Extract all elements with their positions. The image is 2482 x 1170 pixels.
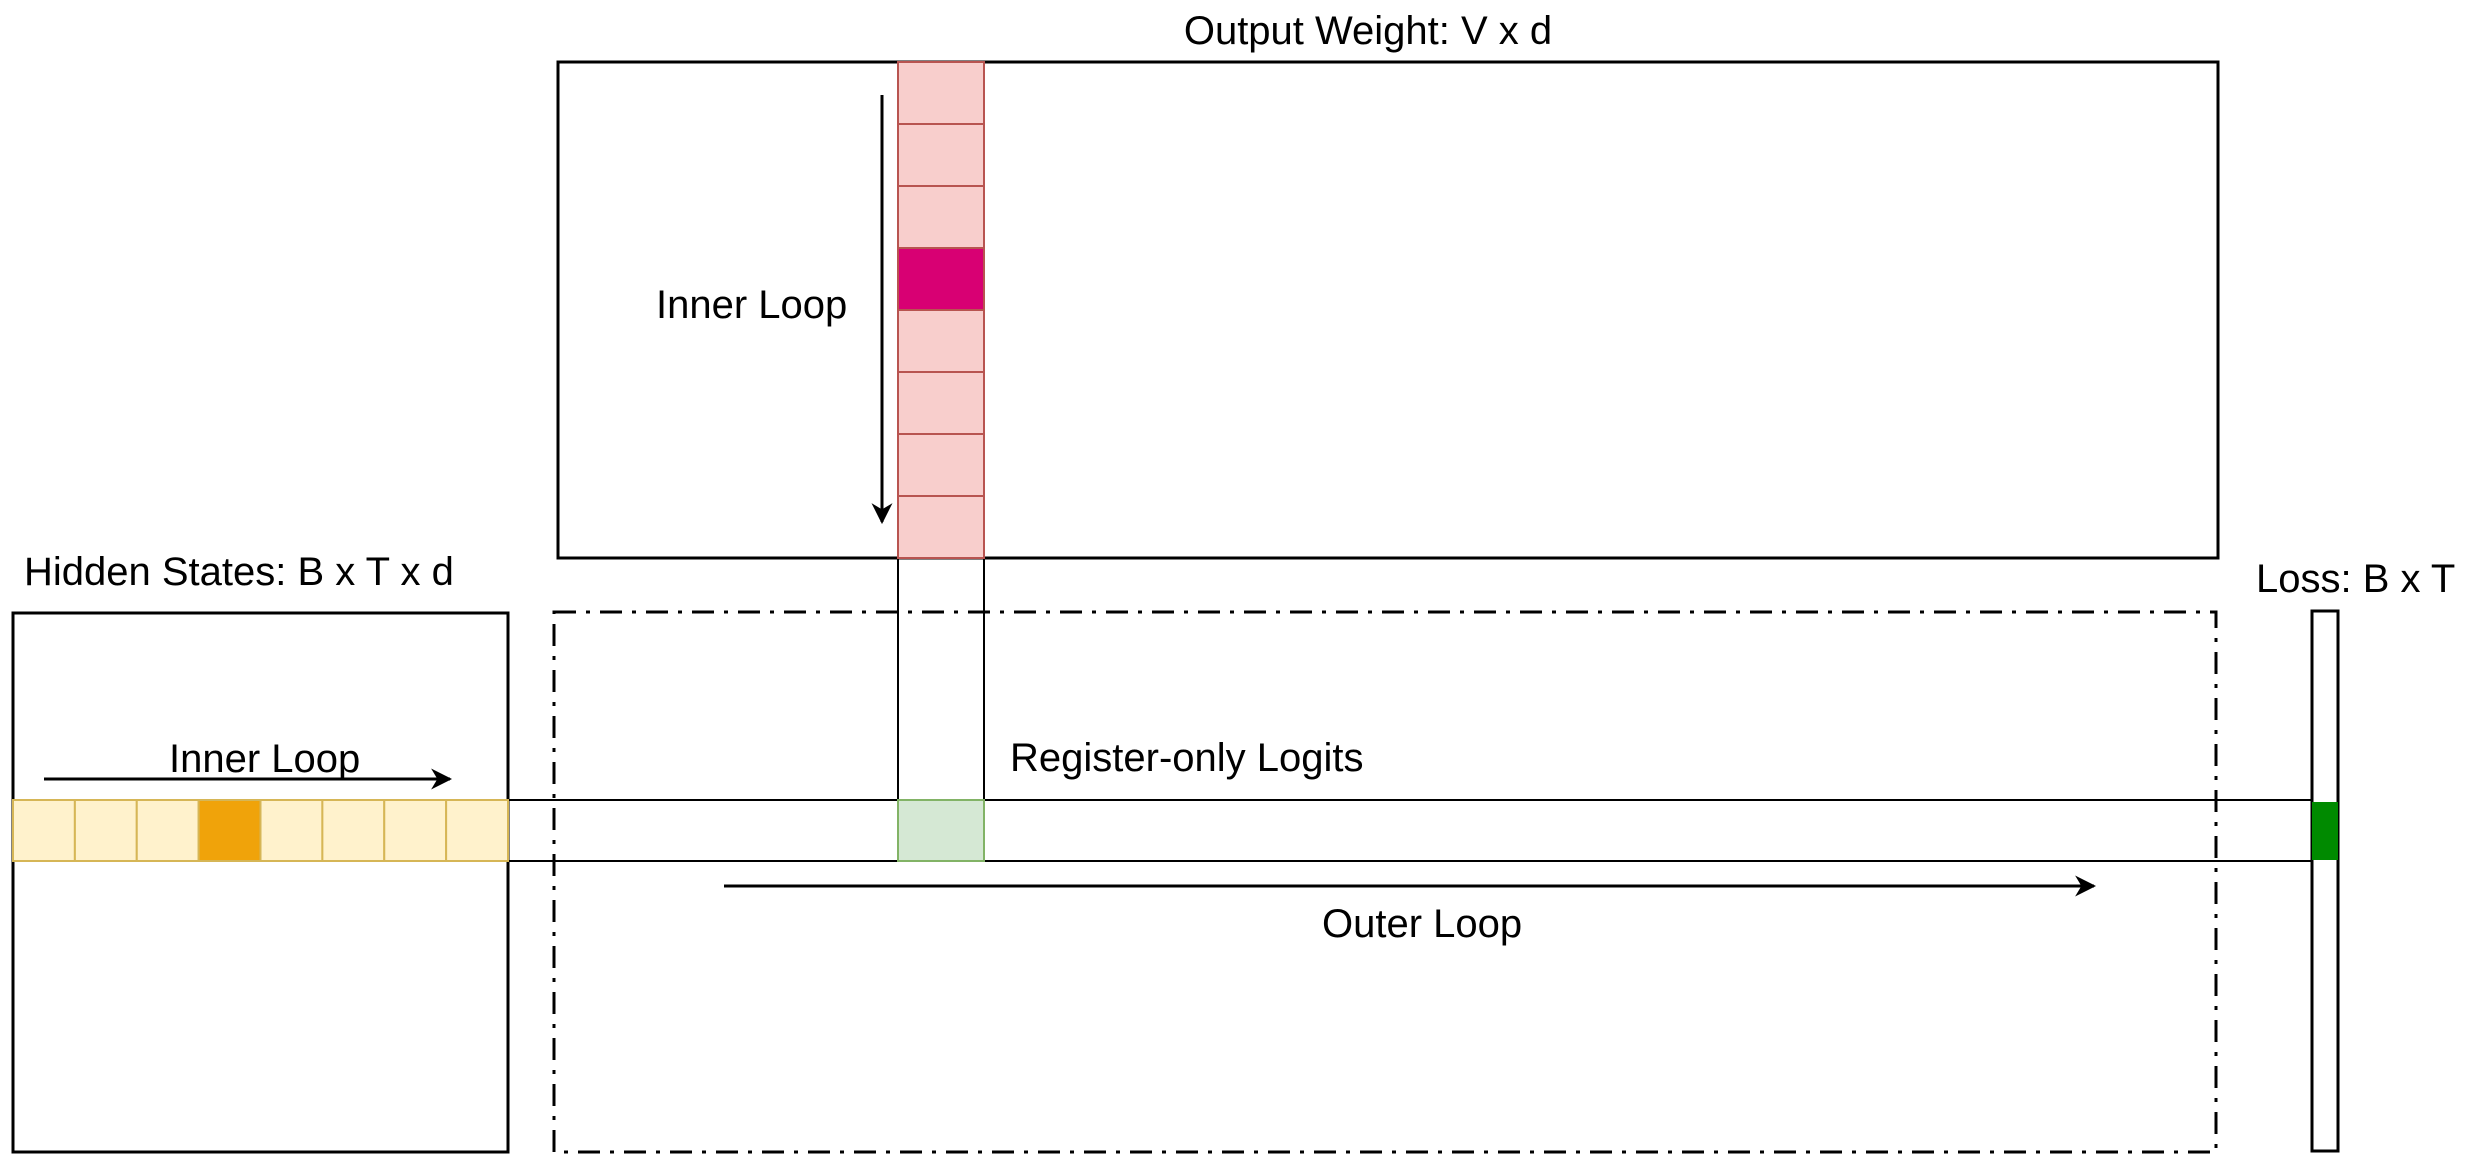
hidden-cell-active (197, 799, 262, 862)
weight-cell (897, 61, 985, 125)
hidden-states-box (11, 611, 510, 1154)
hidden-cell (445, 799, 509, 862)
output-weight-box (556, 60, 2220, 560)
weight-cell (897, 309, 985, 373)
register-logits-label: Register-only Logits (1010, 736, 1364, 780)
weight-cell-active (897, 247, 985, 311)
hidden-cell (73, 799, 138, 862)
hidden-cell (259, 799, 324, 862)
loss-cell (2312, 802, 2338, 860)
weight-cell (897, 433, 985, 497)
loss-title: Loss: B x T (2256, 557, 2455, 601)
outer-loop-label: Outer Loop (1322, 902, 1522, 946)
weight-cell (897, 371, 985, 435)
weight-column (897, 61, 985, 559)
loss-box (2310, 609, 2340, 1153)
weight-cell (897, 495, 985, 559)
inner-loop-weight-label: Inner Loop (656, 283, 847, 327)
hidden-row (12, 799, 509, 862)
inner-loop-hidden-label: Inner Loop (169, 737, 360, 781)
logits-region (552, 610, 2218, 1154)
hidden-cell (12, 799, 76, 862)
register-logit-cell (897, 799, 985, 862)
weight-cell (897, 123, 985, 187)
weight-cell (897, 185, 985, 249)
hidden-states-title: Hidden States: B x T x d (24, 550, 454, 594)
output-weight-title: Output Weight: V x d (1184, 9, 1552, 53)
hidden-cell (135, 799, 200, 862)
hidden-cell (321, 799, 386, 862)
hidden-cell (383, 799, 448, 862)
